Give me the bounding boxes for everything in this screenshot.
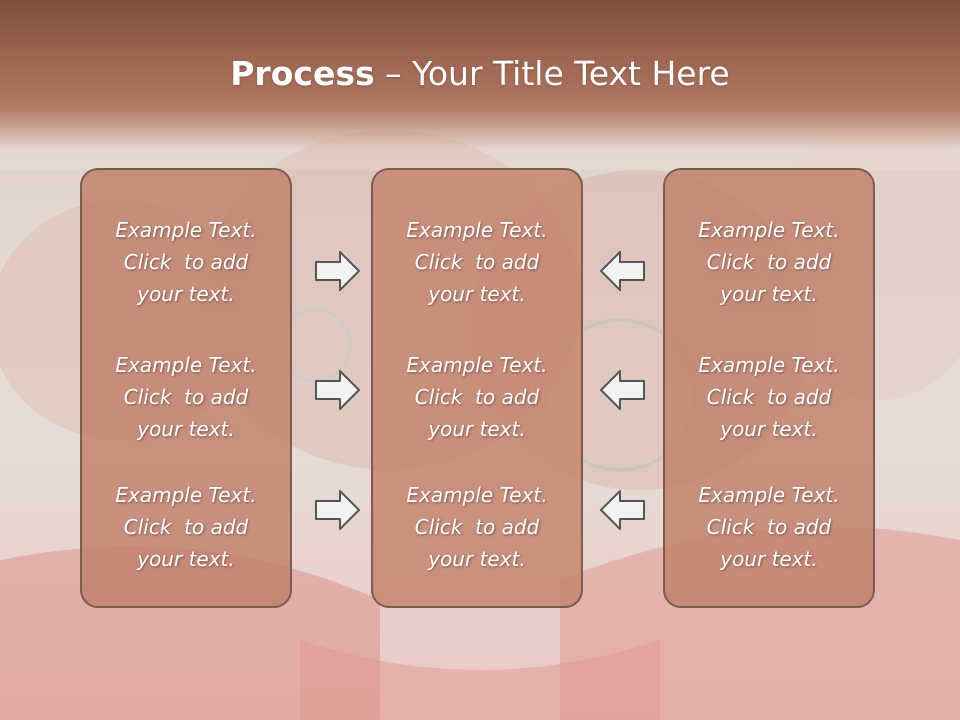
process-panel-center[interactable]: Example Text. Click to add your text. Ex… [371, 168, 583, 608]
panel-text-item[interactable]: Example Text. Click to add your text. [115, 353, 257, 441]
panel-text-item[interactable]: Example Text. Click to add your text. [115, 218, 257, 306]
arrow-right-icon [315, 490, 360, 530]
title-bar [0, 0, 960, 150]
panel-text-item[interactable]: Example Text. Click to add your text. [406, 353, 548, 441]
panel-text-item[interactable]: Example Text. Click to add your text. [115, 483, 257, 571]
panel-text-item[interactable]: Example Text. Click to add your text. [406, 483, 548, 571]
arrow-left-icon [600, 370, 645, 410]
process-panel-right[interactable]: Example Text. Click to add your text. Ex… [663, 168, 875, 608]
title-rest-text: – Your Title Text Here [374, 54, 730, 93]
slide-title[interactable]: Process – Your Title Text Here [0, 52, 960, 96]
panel-text-item[interactable]: Example Text. Click to add your text. [698, 483, 840, 571]
arrow-left-icon [600, 490, 645, 530]
process-panel-left[interactable]: Example Text. Click to add your text. Ex… [80, 168, 292, 608]
arrow-right-icon [315, 370, 360, 410]
panel-text-item[interactable]: Example Text. Click to add your text. [406, 218, 548, 306]
panel-text-item[interactable]: Example Text. Click to add your text. [698, 353, 840, 441]
arrow-left-icon [600, 251, 645, 291]
panel-text-item[interactable]: Example Text. Click to add your text. [698, 218, 840, 306]
title-bold-text: Process [230, 54, 375, 93]
arrow-right-icon [315, 251, 360, 291]
